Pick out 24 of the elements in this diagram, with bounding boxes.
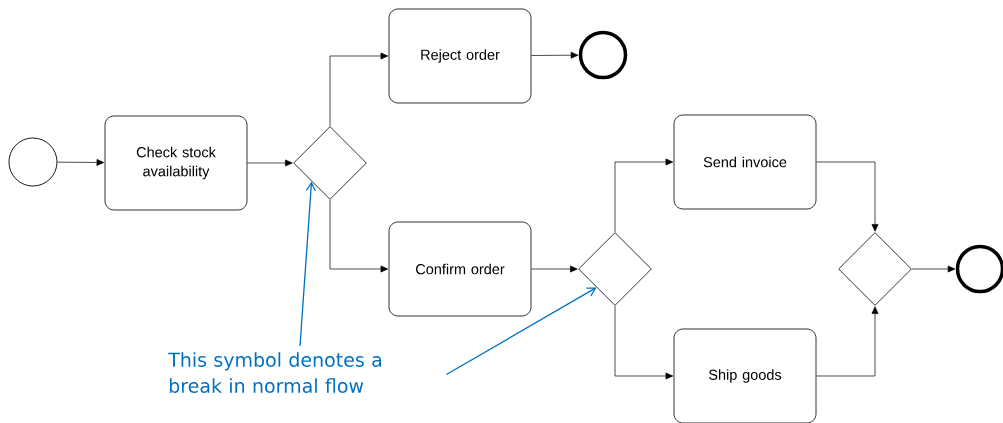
leader-arrow [445, 287, 597, 376]
flow-arrow [531, 51, 579, 59]
flow-arrow [911, 265, 956, 273]
task-box: Confirm order [388, 221, 532, 317]
end-event-circle [578, 30, 628, 80]
gateway-diamond [578, 232, 652, 306]
flow-arrow [57, 159, 105, 166]
leader-arrow [299, 181, 316, 347]
flow-arrow [531, 265, 578, 273]
flow-arrow [329, 52, 389, 127]
start-event-circle [8, 137, 58, 187]
task-box: Reject order [388, 8, 532, 104]
flow-arrow [816, 161, 879, 232]
flow-arrow [329, 199, 389, 273]
task-box: Ship goods [673, 328, 817, 423]
flow-arrow [614, 158, 674, 233]
annotation-text: This symbol denotes a break in normal flow [168, 352, 381, 393]
flow-arrow [247, 159, 293, 167]
flow-arrow [816, 306, 879, 377]
gateway-diamond [293, 126, 367, 200]
flow-arrow [614, 305, 674, 380]
task-box: Send invoice [673, 114, 817, 210]
gateway-diamond [838, 232, 912, 306]
task-box: Check stock availability [104, 115, 248, 211]
